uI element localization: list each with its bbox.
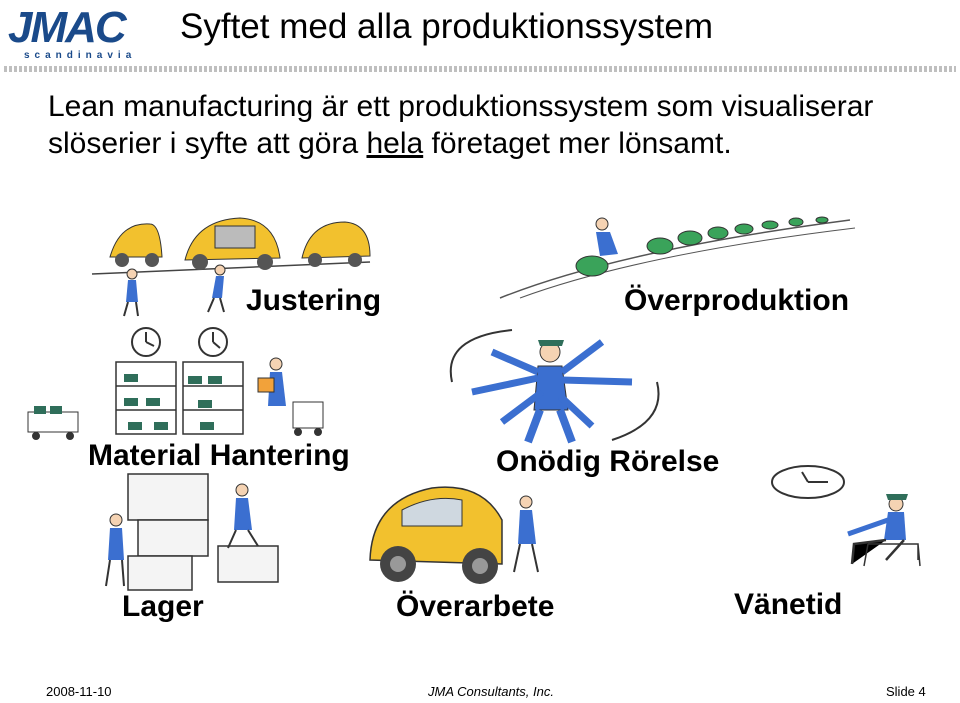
title-divider xyxy=(4,66,956,72)
clock-icon xyxy=(198,327,228,357)
car-icon xyxy=(301,221,371,267)
clock-icon xyxy=(771,465,845,499)
worker-icon xyxy=(257,357,286,406)
worker-icon xyxy=(513,495,539,573)
car-icon xyxy=(815,216,829,224)
logo-subtitle: scandinavia xyxy=(24,50,137,61)
body-text-after: företaget mer lönsamt. xyxy=(423,127,732,160)
car-icon xyxy=(646,237,674,255)
body-text-before: Lean manufacturing är ett produktionssys… xyxy=(48,90,874,160)
clock-icon xyxy=(131,327,161,357)
adjusting-illustration xyxy=(91,217,371,317)
overproduction-illustration xyxy=(499,216,856,299)
worker-icon xyxy=(847,494,908,565)
worker-icon xyxy=(123,268,139,317)
box-icon xyxy=(127,473,279,591)
footer-company: JMA Consultants, Inc. xyxy=(428,684,554,699)
footer-date: 2008-11-10 xyxy=(46,684,112,699)
body-text-underlined: hela xyxy=(366,127,424,160)
label-material-handling: Material Hantering xyxy=(88,439,350,472)
cart-icon xyxy=(27,406,79,440)
slide-title: Syftet med alla produktionssystem xyxy=(180,7,714,46)
label-waiting: Vänetid xyxy=(734,588,843,621)
unnecessary-motion-illustration xyxy=(449,329,660,444)
car-icon xyxy=(677,230,703,246)
inventory-illustration xyxy=(105,473,279,591)
car-icon xyxy=(707,226,729,240)
car-icon xyxy=(184,217,281,270)
car-icon xyxy=(109,223,163,267)
label-rework: Överarbete xyxy=(396,590,555,623)
car-icon xyxy=(761,220,779,230)
car-icon xyxy=(788,217,804,227)
label-adjusting: Justering xyxy=(246,284,382,317)
worker-icon xyxy=(595,217,618,256)
footer-slide-number: Slide 4 xyxy=(886,684,926,699)
label-unnecessary-motion: Onödig Rörelse xyxy=(496,445,720,478)
logo-wordmark: JMAC xyxy=(8,3,127,52)
car-icon xyxy=(734,223,754,235)
rework-illustration xyxy=(369,486,539,584)
shelf-icon xyxy=(115,361,244,435)
label-inventory: Lager xyxy=(122,590,204,623)
waiting-illustration xyxy=(771,465,921,567)
worker-icon xyxy=(471,339,633,444)
worker-icon xyxy=(227,483,259,549)
car-icon xyxy=(369,486,503,584)
company-logo: JMAC scandinavia xyxy=(8,4,158,62)
worker-icon xyxy=(105,513,125,587)
worker-icon xyxy=(207,264,226,313)
material-handling-illustration xyxy=(27,327,324,440)
chair-icon xyxy=(863,543,921,567)
car-icon xyxy=(575,255,609,277)
cart-icon xyxy=(292,401,324,436)
body-paragraph: Lean manufacturing är ett produktionssys… xyxy=(48,88,908,162)
label-overproduction: Överproduktion xyxy=(624,284,850,317)
